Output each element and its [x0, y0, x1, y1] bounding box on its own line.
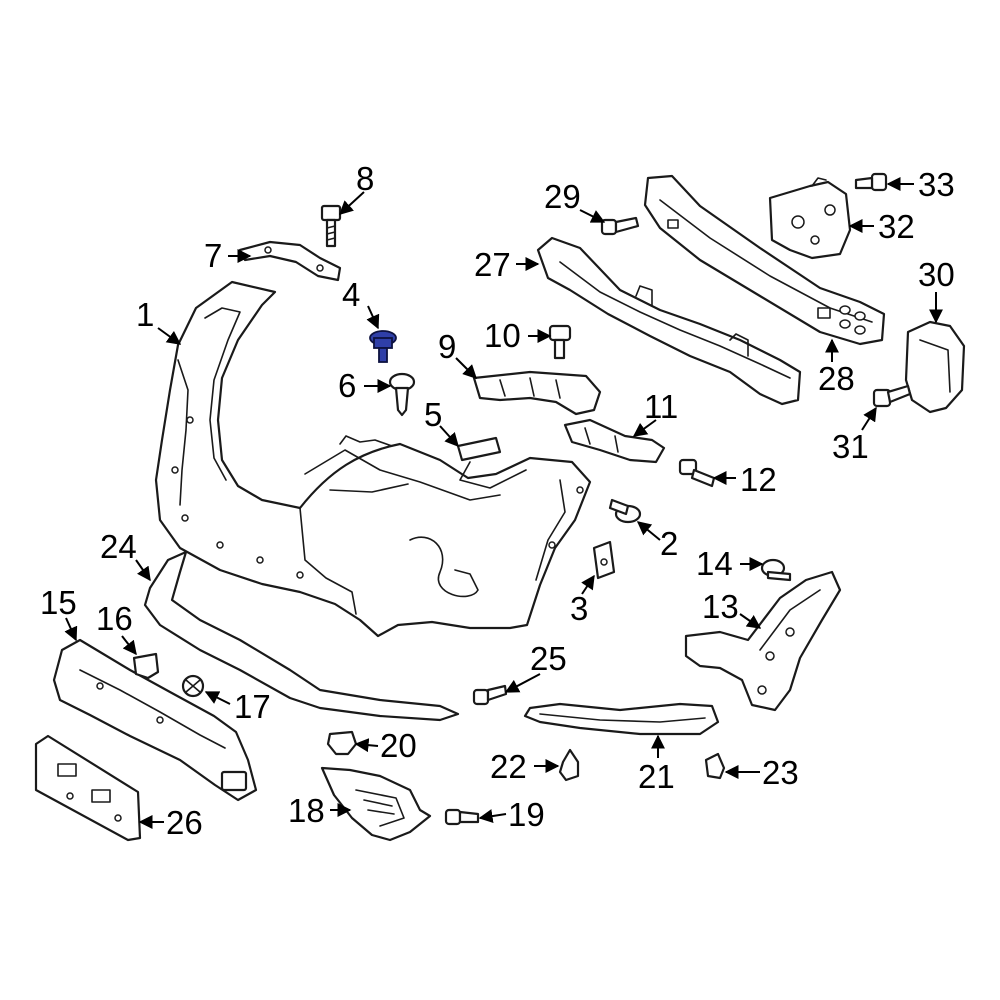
callout-17: 17: [234, 688, 271, 725]
part-clip-2[interactable]: [608, 498, 642, 524]
callout-31: 31: [832, 428, 869, 465]
part-bracket-7[interactable]: [238, 240, 342, 282]
part-label-5[interactable]: [456, 436, 502, 462]
part-grille-strip-24[interactable]: [143, 550, 460, 722]
callout-13: 13: [702, 588, 739, 625]
part-mount-32[interactable]: [768, 177, 852, 260]
callout-21: 21: [638, 758, 675, 795]
callout-3: 3: [570, 590, 588, 627]
part-clip-3[interactable]: [592, 540, 616, 580]
part-bolt-33[interactable]: [854, 172, 888, 192]
part-bolt-31[interactable]: [872, 384, 912, 408]
part-bolt-29[interactable]: [600, 216, 640, 236]
part-bolt-12[interactable]: [678, 458, 716, 488]
callout-29: 29: [544, 178, 581, 215]
part-clip-6[interactable]: [388, 372, 416, 417]
part-bolt-19[interactable]: [444, 808, 480, 826]
callout-9: 9: [438, 328, 456, 365]
part-emblem-17[interactable]: [181, 674, 205, 698]
part-bolt-8[interactable]: [320, 204, 342, 248]
callout-18: 18: [288, 792, 325, 829]
leader-lines: [64, 177, 943, 829]
callout-24: 24: [100, 528, 137, 565]
callout-14: 14: [696, 545, 733, 582]
part-clip-14[interactable]: [760, 558, 792, 582]
part-bumper-cover[interactable]: [154, 280, 592, 638]
callout-19: 19: [508, 796, 545, 833]
callout-22: 22: [490, 748, 527, 785]
part-absorber-27[interactable]: [536, 236, 802, 406]
part-bracket-9[interactable]: [472, 370, 602, 416]
callout-8: 8: [356, 160, 374, 197]
part-clip-16[interactable]: [132, 652, 160, 680]
part-plate-bracket-26[interactable]: [34, 734, 142, 842]
callout-4: 4: [342, 276, 360, 313]
callout-25: 25: [530, 640, 567, 677]
part-clip-22[interactable]: [558, 748, 580, 782]
part-clip-20[interactable]: [326, 730, 358, 756]
callout-11: 11: [644, 388, 678, 425]
callout-20: 20: [380, 727, 417, 764]
callout-16: 16: [96, 600, 133, 637]
part-bolt-10[interactable]: [548, 324, 572, 360]
part-reinforcement-28[interactable]: [643, 174, 886, 346]
callout-30: 30: [918, 256, 955, 293]
part-clip-23[interactable]: [704, 752, 726, 780]
part-mount-30[interactable]: [904, 320, 966, 414]
callout-labels: 1 2 3 4 5 6 7 8 9 10 11 12 13 14 15 16 1…: [40, 160, 955, 841]
part-side-bracket-13[interactable]: [684, 570, 842, 712]
callout-7: 7: [204, 237, 222, 274]
callout-1: 1: [136, 296, 154, 333]
part-lower-molding-21[interactable]: [523, 702, 720, 736]
part-clip-4-highlighted[interactable]: [369, 330, 397, 363]
callout-10: 10: [484, 317, 521, 354]
callout-6: 6: [338, 367, 356, 404]
callout-12: 12: [740, 461, 777, 498]
callout-5: 5: [424, 396, 442, 433]
callout-32: 32: [878, 208, 915, 245]
part-fog-bezel-18[interactable]: [320, 766, 432, 842]
callout-27: 27: [474, 246, 511, 283]
callout-33: 33: [918, 166, 955, 203]
callout-26: 26: [166, 804, 203, 841]
callout-15: 15: [40, 584, 77, 621]
part-bolt-25[interactable]: [472, 684, 508, 706]
callout-28: 28: [818, 360, 855, 397]
part-bracket-11[interactable]: [563, 418, 666, 464]
callout-2: 2: [660, 525, 678, 562]
part-absorber-15[interactable]: [52, 638, 258, 802]
callout-23: 23: [762, 754, 799, 791]
